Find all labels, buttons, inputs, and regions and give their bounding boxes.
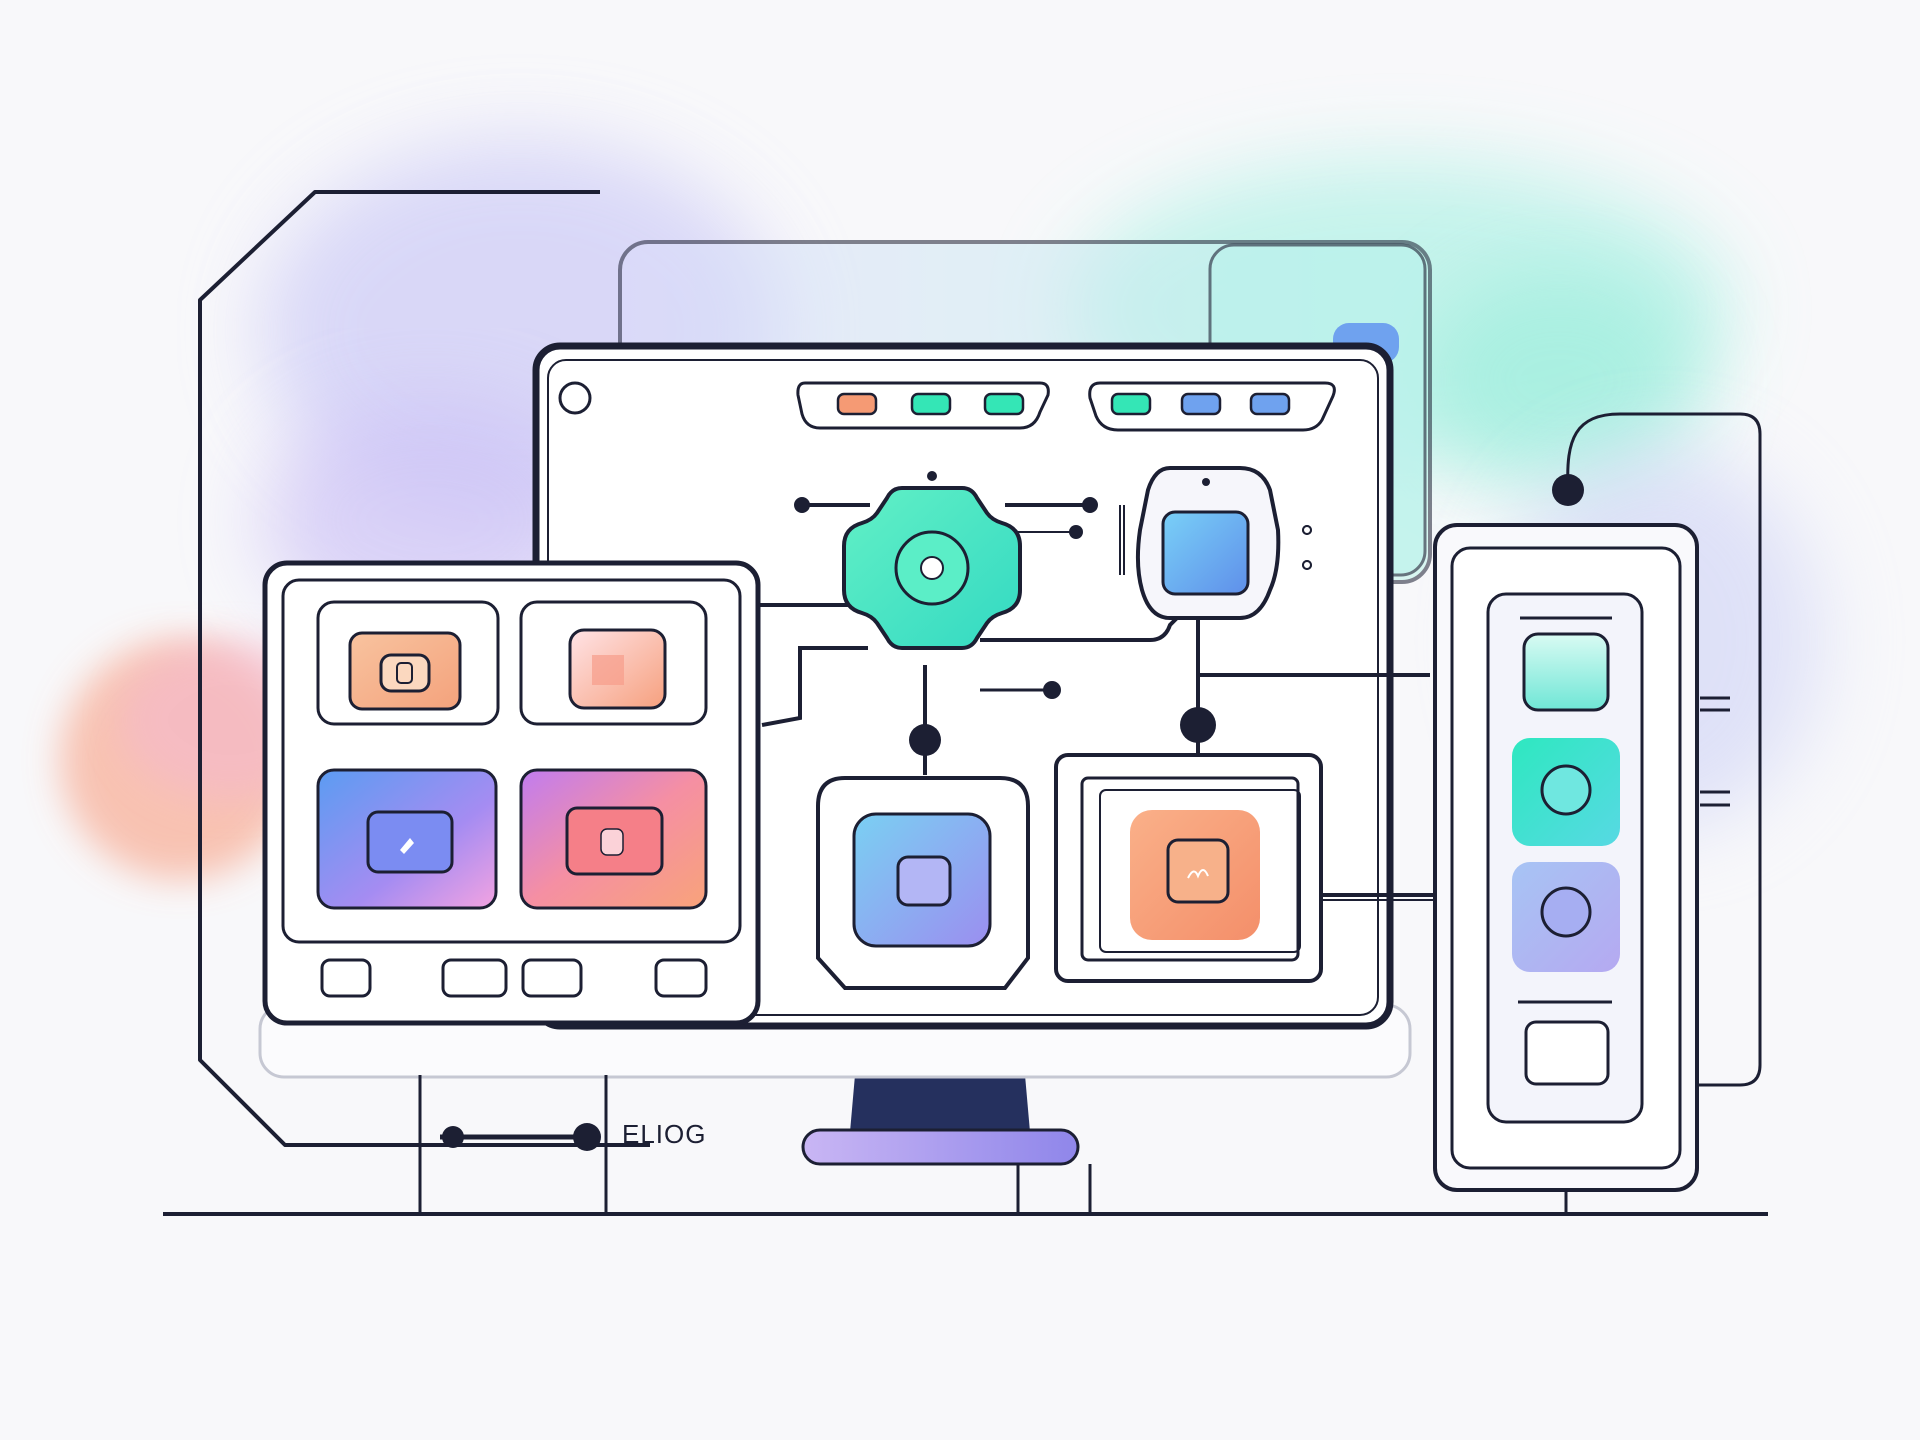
toolbar-group-left: [796, 381, 1050, 430]
toolbar-pill-icon: [1249, 392, 1291, 416]
back-frame-outline: [198, 190, 650, 1147]
connector-node-icon: [1302, 525, 1312, 570]
window-control-icon: [558, 381, 592, 415]
toolbar-pill-icon: [1180, 392, 1222, 416]
bottom-connector: [418, 1075, 608, 1212]
toolbar-pill-icon: [1110, 392, 1152, 416]
toolbar-group-right: [1088, 381, 1336, 432]
panel-button-3: [521, 958, 583, 998]
monitor-stand: [801, 1075, 1092, 1212]
panel-button-4: [654, 958, 708, 998]
chip-icon: [1135, 466, 1281, 620]
toolbar-pill-icon: [836, 392, 878, 416]
panel-button-1: [320, 958, 372, 998]
orange-module: [1054, 753, 1323, 983]
panel-button-2: [441, 958, 508, 998]
caption-label: ELIOG: [622, 1119, 706, 1149]
toolbar-pill-icon: [910, 392, 952, 416]
blue-module: [816, 776, 1030, 990]
app-panel-left: [262, 560, 761, 1026]
server-device-icon: [1433, 523, 1730, 1212]
right-cable: [1566, 412, 1762, 1087]
gear-icon: [842, 471, 1022, 650]
toolbar-pill-icon: [983, 392, 1025, 416]
